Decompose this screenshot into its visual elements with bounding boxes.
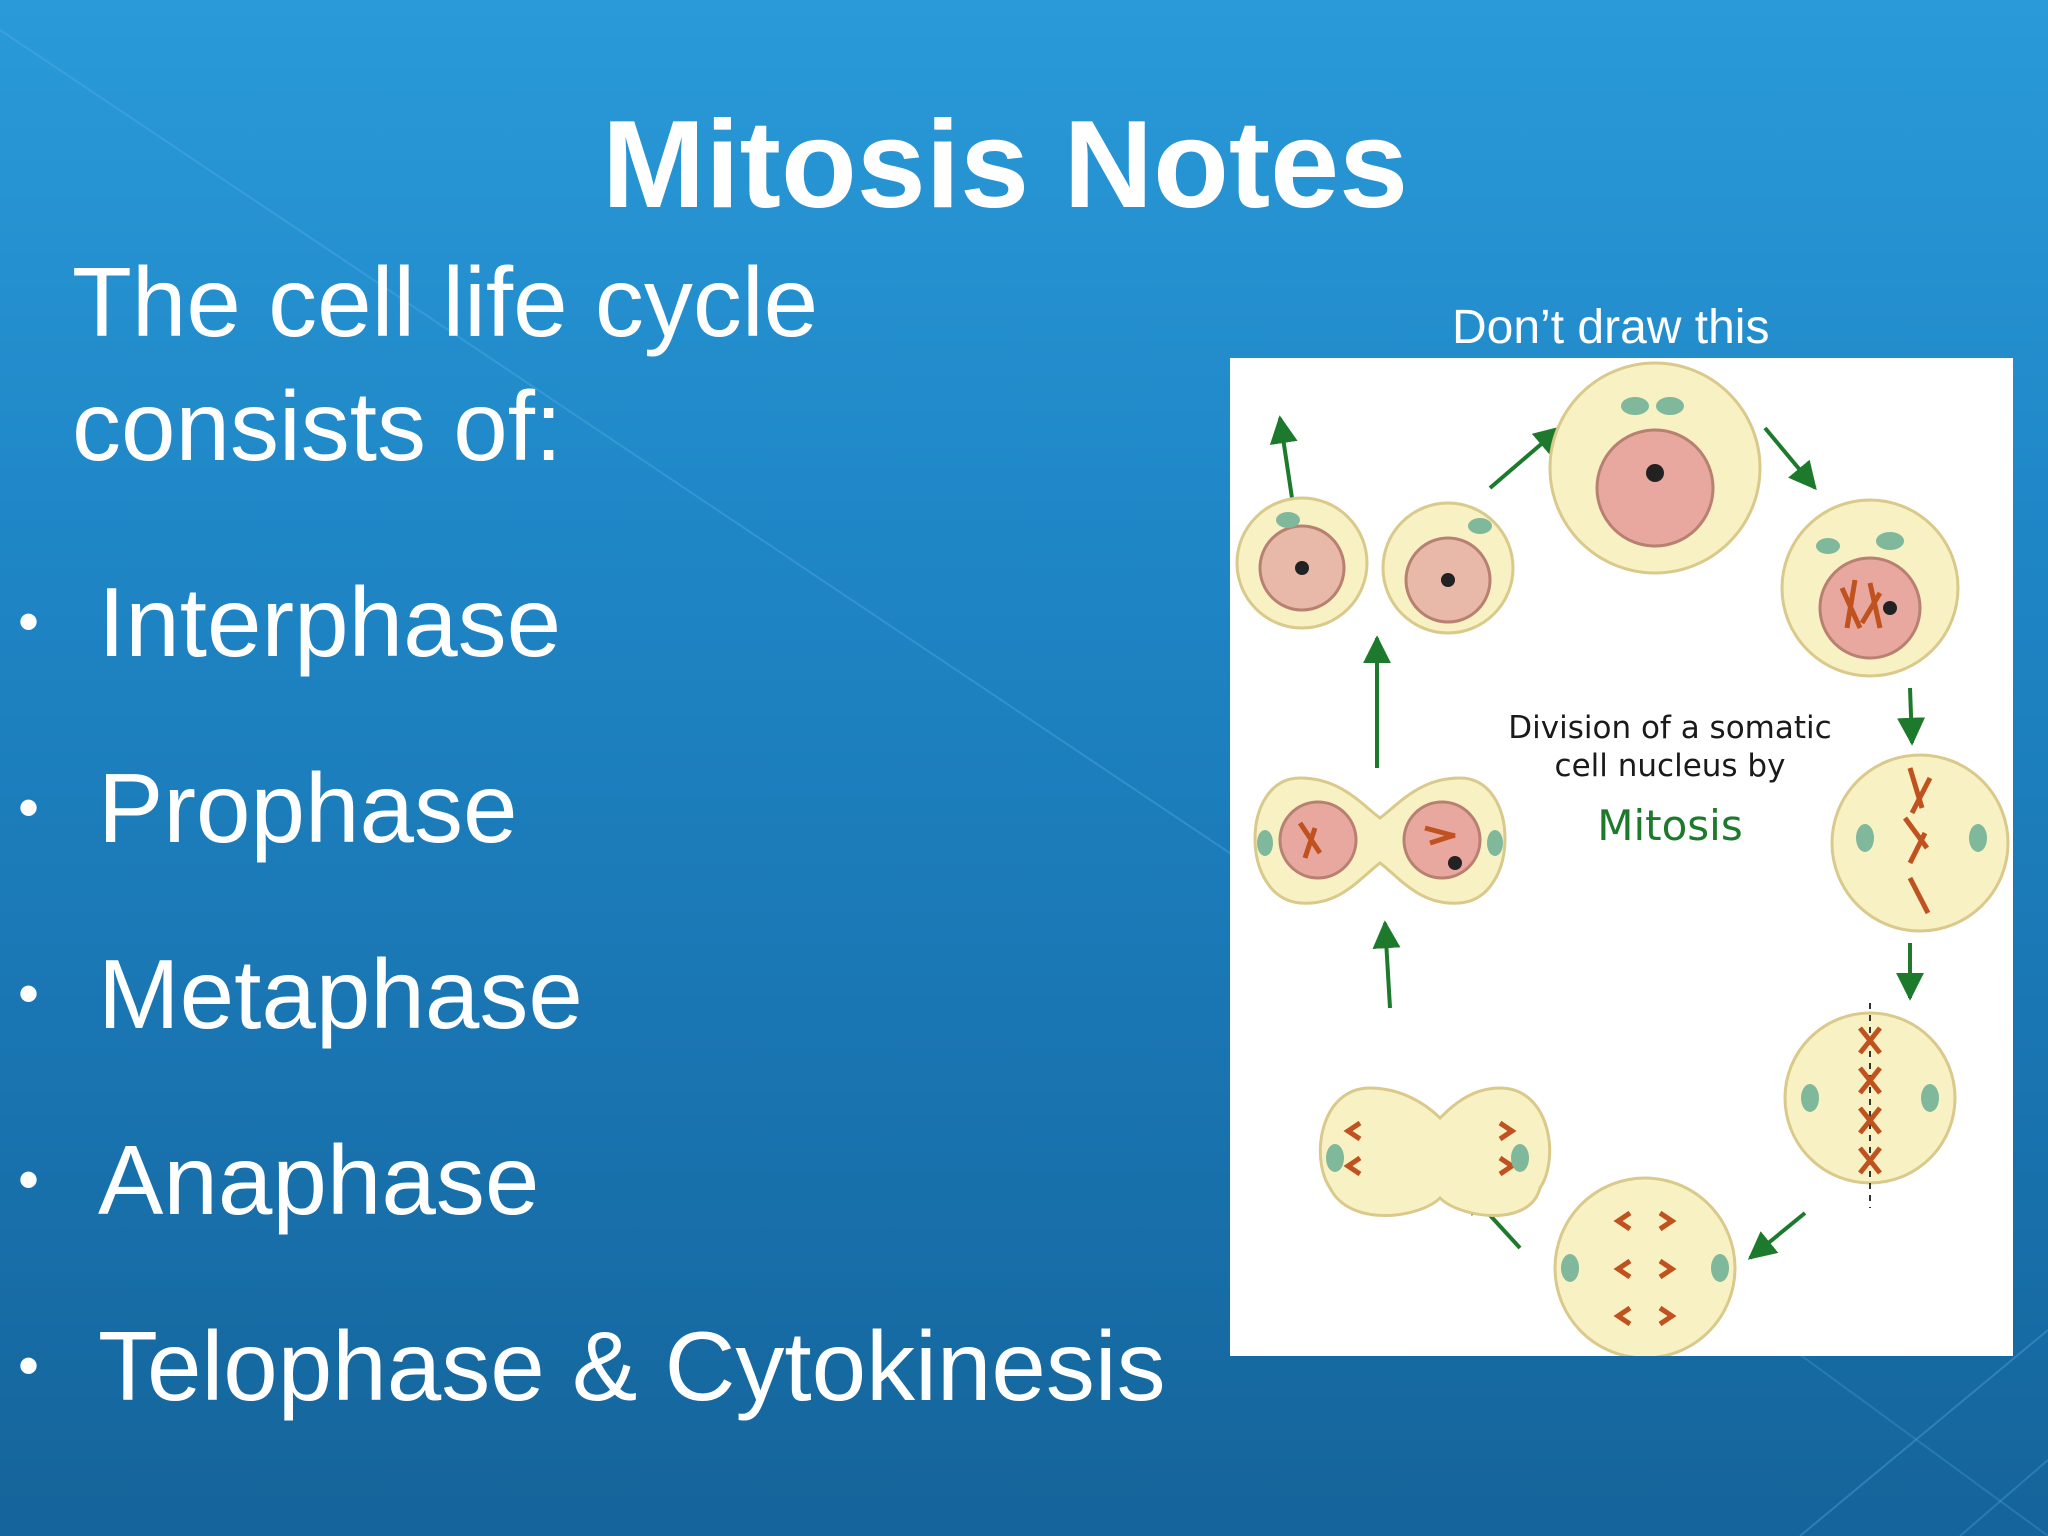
intro-line-1: The cell life cycle <box>72 247 819 357</box>
diagram-caption-title: Mitosis <box>1597 801 1743 850</box>
phase-prophase: Prophase <box>98 753 518 863</box>
cell-daughter-1 <box>1235 496 1369 630</box>
diagram-caption-line-1: Division of a somatic <box>1508 710 1831 746</box>
phase-anaphase: Anaphase <box>98 1125 540 1235</box>
cell-prometaphase <box>1830 753 2010 933</box>
slide-title: Mitosis Notes <box>601 96 1409 234</box>
cell-interphase <box>1548 361 1762 575</box>
bullet-icon: • <box>18 588 40 655</box>
bullet-icon: • <box>18 960 40 1027</box>
figure-note: Don’t draw this <box>1452 301 1770 354</box>
mitosis-diagram: Division of a somatic cell nucleus by Mi… <box>1230 358 2013 1356</box>
intro-text: The cell life cycle consists of: <box>72 240 1172 488</box>
cell-metaphase <box>1783 1003 1957 1208</box>
cell-cytokinesis <box>1253 776 1507 905</box>
cell-daughter-2 <box>1381 501 1515 635</box>
cell-prophase <box>1780 498 1960 678</box>
cell-telophase <box>1318 1086 1552 1217</box>
mitosis-cycle-illustration: Division of a somatic cell nucleus by Mi… <box>1235 361 2010 1356</box>
diagram-caption-line-2: cell nucleus by <box>1555 748 1786 784</box>
bullet-icon: • <box>18 1332 40 1399</box>
intro-line-2: consists of: <box>72 371 563 481</box>
bullet-icon: • <box>18 774 40 841</box>
bullet-icon: • <box>18 1146 40 1213</box>
phase-telophase-cytokinesis: Telophase & Cytokinesis <box>98 1311 1166 1421</box>
phase-interphase: Interphase <box>98 567 562 677</box>
cycle-arrows <box>1269 415 1926 1260</box>
cell-anaphase <box>1553 1176 1737 1356</box>
phase-metaphase: Metaphase <box>98 939 583 1049</box>
